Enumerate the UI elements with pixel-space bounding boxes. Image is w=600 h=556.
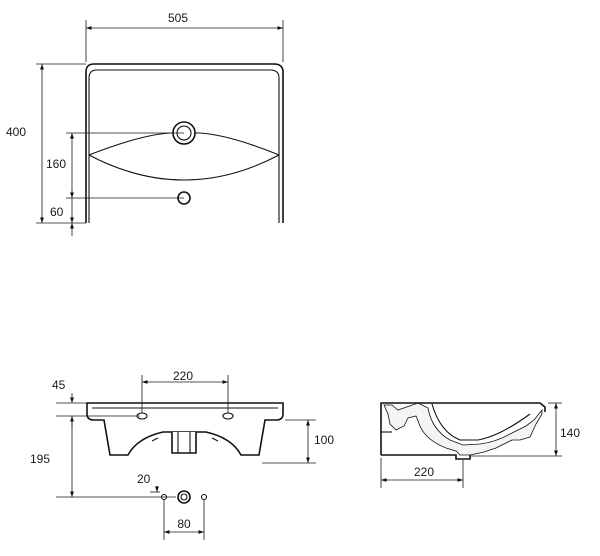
dim-text-front-small: 20	[137, 472, 151, 486]
dim-text-front-bowl: 100	[314, 433, 334, 447]
side-view: 140 220	[380, 402, 580, 488]
dim-text-top-width: 505	[168, 11, 188, 25]
dim-text-top-drain: 60	[50, 205, 64, 219]
top-view-bowl-front	[88, 154, 280, 181]
top-view-inner-rim	[88, 69, 280, 223]
front-view-fixing-center	[177, 490, 191, 504]
front-view-detail	[211, 437, 219, 442]
top-view: 505 400 160 60	[6, 11, 284, 236]
side-view-base	[381, 454, 471, 460]
front-view-fixing-right	[200, 493, 208, 501]
front-view-fixing-left	[160, 493, 168, 501]
side-view-rim	[396, 402, 546, 412]
dim-text-side-height: 140	[560, 426, 580, 440]
front-view-detail	[151, 437, 159, 442]
front-view-fixing-center-inner	[180, 493, 188, 501]
dim-text-front-holes: 220	[173, 369, 193, 383]
dim-text-top-tap: 160	[46, 157, 66, 171]
front-view: 220 45 195 100 20 80	[30, 369, 334, 540]
side-view-back	[380, 402, 396, 455]
dim-text-side-depth: 220	[414, 465, 434, 479]
dim-text-front-fixing: 80	[177, 517, 191, 531]
front-view-drain	[171, 432, 197, 454]
side-view-section	[383, 402, 543, 456]
dim-text-top-depth: 400	[6, 125, 26, 139]
side-view-bowl	[431, 403, 531, 441]
dim-text-front-top: 45	[52, 378, 66, 392]
dim-text-front-height: 195	[30, 452, 50, 466]
